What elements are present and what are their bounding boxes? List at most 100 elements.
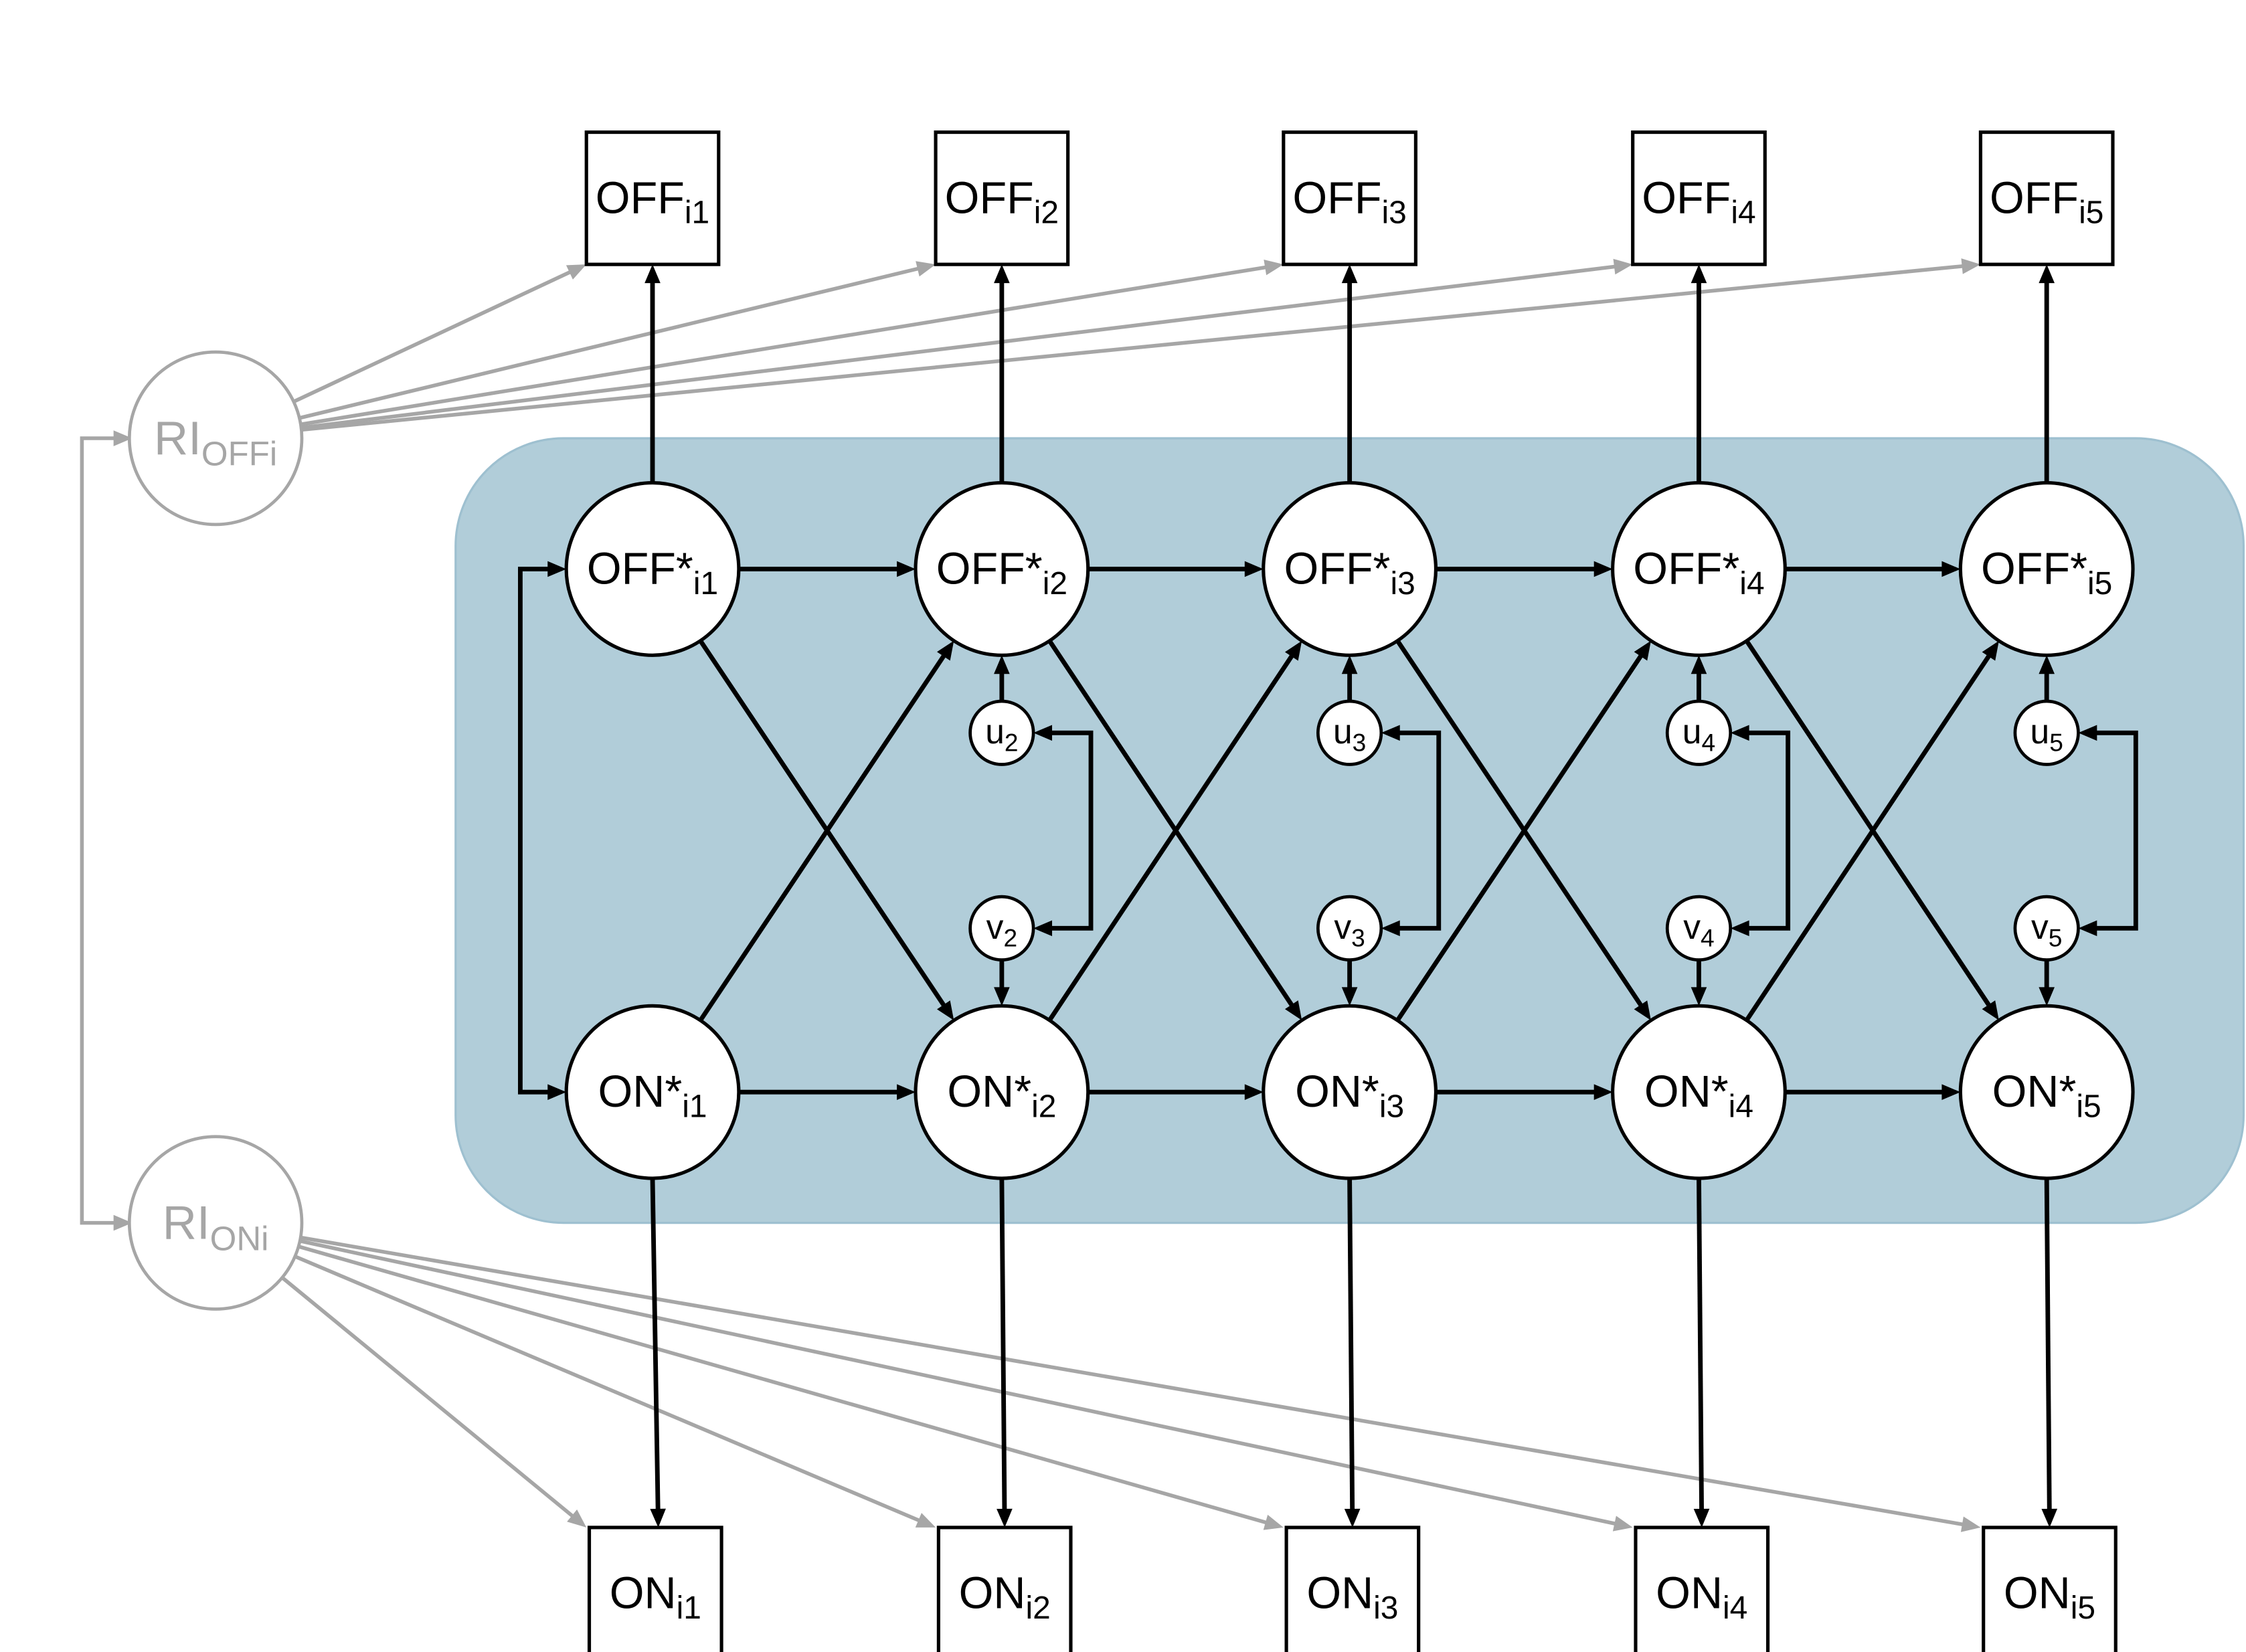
off-latent-4-label-sub: i4 [1739, 565, 1764, 601]
on-latent-2-label-sub: i2 [1031, 1089, 1056, 1124]
off-to-on-crosslag-arrow-1 [698, 639, 948, 1009]
on-observed-box-4 [1634, 1526, 1770, 1652]
residual-covariance-arrow-5-start-head [2078, 725, 2097, 741]
on-autoregressive-arrow-1-head [897, 1084, 916, 1100]
on-measurement-arrow-2 [999, 1178, 1007, 1512]
residual-covariance-arrow-3 [1397, 730, 1442, 931]
off-observed-5-label-base: OFF [1990, 173, 2079, 223]
v-residual-4-label-base: v [1683, 907, 1701, 946]
u-residual-4-label-sub: 4 [1701, 729, 1715, 757]
off-observed-box-3 [1282, 130, 1417, 266]
ri-off-loading-1-head [566, 264, 587, 280]
off-observed-4-label: OFFi4 [1642, 173, 1755, 230]
on-observed-2-label: ONi2 [959, 1569, 1051, 1626]
off-latent-5-label: OFF*i5 [1981, 544, 2112, 601]
v-residual-node-2 [968, 895, 1035, 961]
off-latent-1-label: OFF*i1 [587, 544, 718, 601]
on-latent-node-3 [1262, 1004, 1438, 1180]
wave1-covariance-arrow-end-head [547, 1084, 567, 1100]
off-to-on-crosslag-arrow-2-head [1284, 1000, 1302, 1020]
u-residual-2-label: u2 [985, 712, 1018, 756]
off-observed-2-label: OFFi2 [945, 173, 1059, 230]
ri-covariance-arrow-start-head [113, 430, 133, 446]
v-residual-node-5 [2013, 895, 2080, 961]
on-measurement-arrow-4-head [1693, 1508, 1710, 1528]
ri-off-loading-2 [298, 266, 921, 420]
on-autoregressive-arrow-3-head [1593, 1084, 1613, 1100]
ri-off-loading-5 [301, 264, 1966, 432]
on-measurement-arrow-3 [1347, 1178, 1355, 1512]
u-residual-3-label: u3 [1333, 712, 1366, 756]
residual-covariance-arrow-3-end-head [1381, 920, 1400, 937]
on-latent-5-label-sub: i5 [2076, 1089, 2101, 1124]
off-observed-1-label-base: OFF [596, 173, 685, 223]
off-to-on-crosslag-arrow-2 [1047, 639, 1296, 1009]
ri-on-loading-2 [294, 1255, 922, 1524]
ri-on-loading-4-head [1612, 1516, 1633, 1532]
ri-on-loading-3 [298, 1245, 1269, 1526]
off-observed-5-label-sub: i5 [2079, 195, 2103, 230]
off-autoregressive-arrow-1-head [897, 561, 916, 577]
on-measurement-arrow-3-head [1344, 1508, 1361, 1528]
on-measurement-arrow-2-head [997, 1508, 1013, 1528]
on-autoregressive-arrow-2-head [1244, 1084, 1264, 1100]
v-residual-2-label-base: v [986, 907, 1004, 946]
u-residual-5-label-sub: 5 [2049, 729, 2063, 757]
u-residual-arrow-4-head [1691, 655, 1707, 674]
off-latent-4-label-base: OFF* [1633, 544, 1739, 593]
off-autoregressive-arrow-4-head [1941, 561, 1961, 577]
off-latent-node-3 [1262, 481, 1438, 657]
on-measurement-arrow-5 [2044, 1178, 2052, 1512]
ri-on-loading-5-head [1960, 1516, 1981, 1532]
on-to-off-crosslag-arrow-2-head [1284, 640, 1302, 661]
on-to-off-crosslag-arrow-2 [1047, 652, 1296, 1022]
off-observed-2-label-sub: i2 [1034, 195, 1059, 230]
on-latent-1-label-base: ON* [598, 1067, 682, 1117]
v-residual-node-3 [1316, 895, 1383, 961]
u-residual-5-label: u5 [2031, 712, 2063, 756]
u-residual-arrow-3-head [1341, 655, 1358, 674]
off-observed-box-1 [584, 130, 721, 266]
v-residual-4-label: v4 [1683, 907, 1714, 951]
on-observed-4-label-sub: i4 [1723, 1590, 1747, 1625]
u-residual-4-label-base: u [1682, 712, 1702, 751]
off-latent-1-label-sub: i1 [693, 565, 718, 601]
off-observed-box-4 [1631, 130, 1767, 266]
off-latent-2-label: OFF*i2 [936, 544, 1067, 601]
off-observed-5-label: OFFi5 [1990, 173, 2103, 230]
on-latent-5-label: ON*i5 [1992, 1067, 2101, 1124]
ri-on-loading-3-head [1263, 1514, 1284, 1530]
on-latent-5-label-base: ON* [1992, 1067, 2077, 1117]
off-latent-2-label-base: OFF* [936, 544, 1043, 593]
ri-on-loading-5 [300, 1235, 1966, 1527]
v-residual-2-label-sub: 2 [1003, 924, 1017, 952]
on-observed-5-label-sub: i5 [2071, 1590, 2095, 1625]
v-residual-3-label-base: v [1334, 907, 1351, 946]
off-observed-4-label-sub: i4 [1731, 195, 1755, 230]
on-autoregressive-arrow-4-head [1941, 1084, 1961, 1100]
residual-covariance-arrow-4-start-head [1730, 725, 1749, 741]
off-latent-3-label-sub: i3 [1390, 565, 1415, 601]
u-residual-2-label-base: u [985, 712, 1005, 751]
off-observed-box-2 [934, 130, 1070, 266]
on-to-off-crosslag-arrow-4 [1744, 652, 1992, 1022]
ri-off-loading-5-head [1961, 258, 1981, 274]
off-observed-4-label-base: OFF [1642, 173, 1731, 223]
on-latent-2-label-base: ON* [947, 1067, 1031, 1117]
on-measurement-arrow-1 [650, 1178, 661, 1512]
on-latent-node-5 [1958, 1004, 2135, 1180]
u-residual-arrow-5-head [2039, 655, 2055, 674]
ri-off-loading-4 [300, 264, 1618, 430]
u-residual-node-5 [2013, 699, 2080, 766]
off-measurement-arrow-1-head [644, 264, 661, 284]
off-measurement-arrow-2-head [994, 264, 1010, 284]
u-residual-node-3 [1316, 699, 1383, 766]
ri-on-loading-2-head [915, 1513, 936, 1528]
on-observed-1-label: ONi1 [610, 1569, 701, 1626]
on-observed-2-label-base: ON [959, 1569, 1026, 1619]
off-measurement-arrow-5-head [2039, 264, 2055, 284]
on-latent-4-label: ON*i4 [1644, 1067, 1753, 1124]
v-residual-node-4 [1665, 895, 1733, 961]
off-observed-1-label: OFFi1 [596, 173, 709, 230]
v-residual-4-label-sub: 4 [1701, 924, 1715, 952]
